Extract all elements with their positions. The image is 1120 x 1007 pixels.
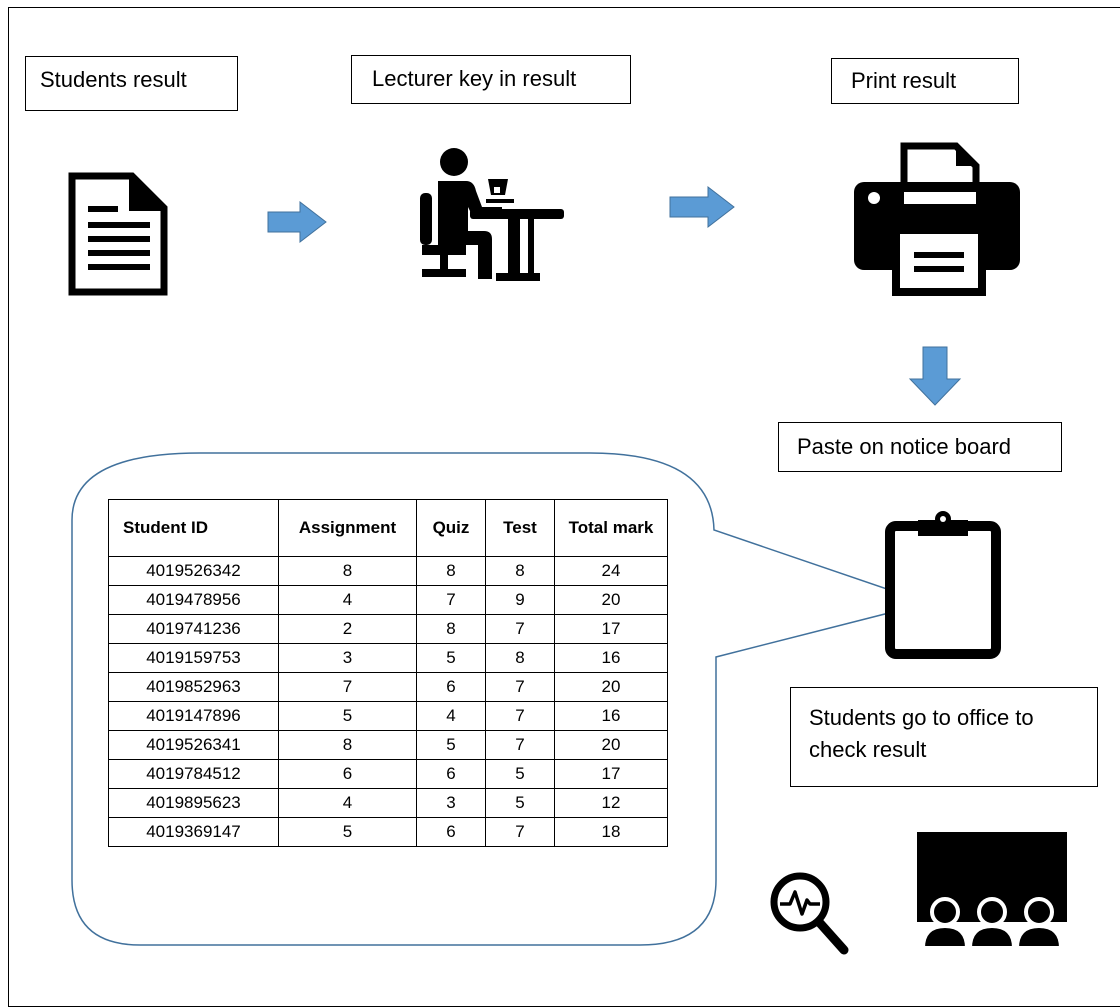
cell-total-mark: 18 (554, 817, 668, 847)
cell-total-mark: 12 (554, 788, 668, 818)
students-go-label: Students go to office to check result (790, 687, 1098, 787)
results-table: Student ID Assignment Quiz Test Total ma… (108, 499, 668, 847)
cell-total-mark: 17 (554, 759, 668, 789)
cell-total-mark: 20 (554, 585, 668, 615)
cell-assignment: 8 (278, 556, 417, 586)
cell-total-mark: 20 (554, 730, 668, 760)
audience-screen-icon (917, 832, 1067, 950)
cell-test: 7 (485, 672, 555, 702)
cell-quiz: 6 (416, 817, 486, 847)
cell-test: 7 (485, 817, 555, 847)
header-assignment: Assignment (278, 499, 417, 557)
cell-total-mark: 16 (554, 643, 668, 673)
cell-test: 5 (485, 788, 555, 818)
right-arrow-icon (669, 185, 735, 229)
cell-test: 8 (485, 556, 555, 586)
cell-quiz: 8 (416, 556, 486, 586)
cell-assignment: 4 (278, 788, 417, 818)
cell-student-id: 4019478956 (108, 585, 279, 615)
magnifier-pulse-icon (770, 872, 849, 955)
cell-quiz: 7 (416, 585, 486, 615)
document-icon (68, 172, 168, 296)
clipboard-icon (885, 511, 1001, 659)
students-result-label: Students result (25, 56, 238, 111)
person-at-desk-icon (420, 148, 564, 281)
cell-student-id: 4019784512 (108, 759, 279, 789)
cell-quiz: 5 (416, 643, 486, 673)
cell-test: 8 (485, 643, 555, 673)
cell-assignment: 5 (278, 701, 417, 731)
paste-notice-label: Paste on notice board (778, 422, 1062, 472)
callout-bubble (71, 452, 931, 946)
cell-assignment: 2 (278, 614, 417, 644)
cell-assignment: 7 (278, 672, 417, 702)
cell-assignment: 3 (278, 643, 417, 673)
cell-assignment: 4 (278, 585, 417, 615)
cell-quiz: 6 (416, 759, 486, 789)
cell-student-id: 4019895623 (108, 788, 279, 818)
cell-test: 7 (485, 614, 555, 644)
header-student-id: Student ID (108, 499, 279, 557)
right-arrow-icon (267, 200, 327, 244)
cell-student-id: 4019741236 (108, 614, 279, 644)
cell-test: 7 (485, 701, 555, 731)
cell-assignment: 8 (278, 730, 417, 760)
cell-test: 5 (485, 759, 555, 789)
cell-total-mark: 24 (554, 556, 668, 586)
cell-assignment: 6 (278, 759, 417, 789)
cell-quiz: 6 (416, 672, 486, 702)
table-header-row: Student ID Assignment Quiz Test Total ma… (108, 499, 668, 557)
cell-quiz: 8 (416, 614, 486, 644)
lecturer-key-in-label: Lecturer key in result (351, 55, 631, 104)
cell-quiz: 5 (416, 730, 486, 760)
cell-student-id: 4019159753 (108, 643, 279, 673)
down-arrow-icon (908, 346, 962, 406)
header-total-mark: Total mark (554, 499, 668, 557)
header-quiz: Quiz (416, 499, 486, 557)
print-result-label: Print result (831, 58, 1019, 104)
printer-icon (854, 142, 1020, 296)
cell-quiz: 4 (416, 701, 486, 731)
header-test: Test (485, 499, 555, 557)
cell-student-id: 4019147896 (108, 701, 279, 731)
cell-student-id: 4019852963 (108, 672, 279, 702)
cell-assignment: 5 (278, 817, 417, 847)
cell-total-mark: 20 (554, 672, 668, 702)
cell-quiz: 3 (416, 788, 486, 818)
cell-student-id: 4019369147 (108, 817, 279, 847)
cell-test: 7 (485, 730, 555, 760)
cell-student-id: 4019526341 (108, 730, 279, 760)
cell-total-mark: 17 (554, 614, 668, 644)
cell-student-id: 4019526342 (108, 556, 279, 586)
cell-test: 9 (485, 585, 555, 615)
cell-total-mark: 16 (554, 701, 668, 731)
